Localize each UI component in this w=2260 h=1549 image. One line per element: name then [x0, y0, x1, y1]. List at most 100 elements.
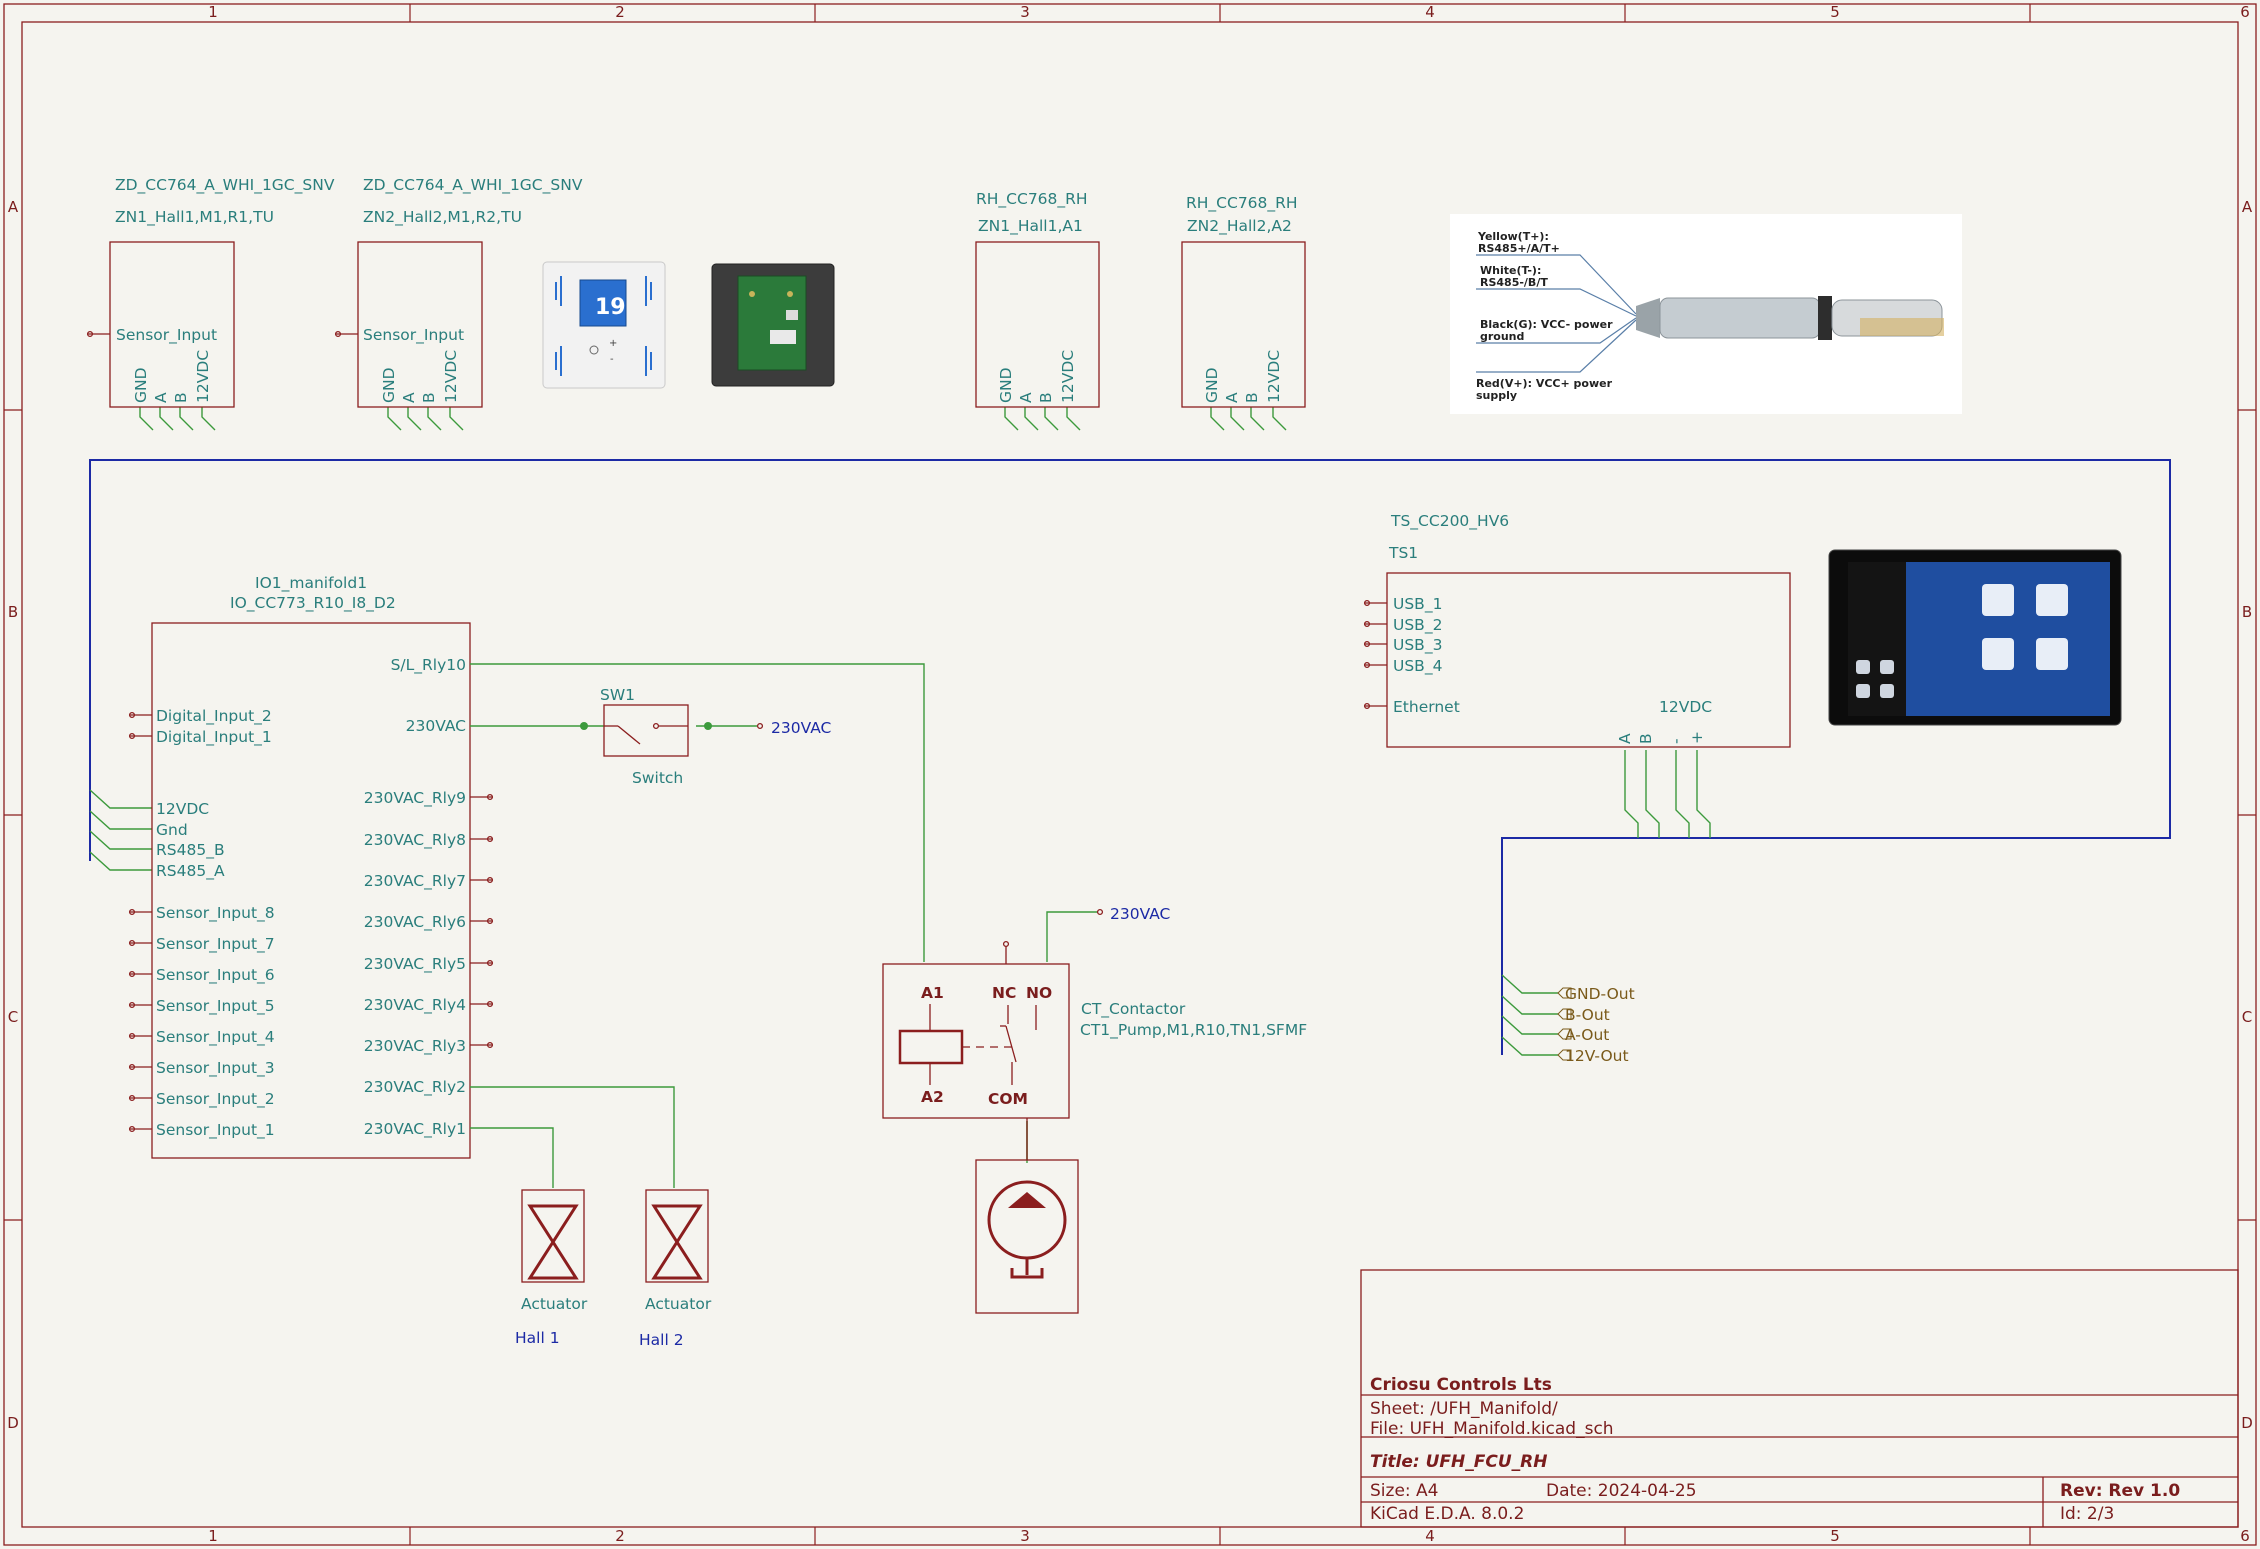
zone-sensor-2-pin-a: A — [400, 392, 418, 403]
global-label-b-out: B-Out — [1565, 1006, 1610, 1024]
frame-row-b-right: B — [2242, 603, 2252, 621]
io-230vac-rly1: 230VAC_Rly1 — [364, 1120, 466, 1139]
probe-wire-2-line1: White(T-): — [1480, 264, 1541, 277]
global-label-12v-out: 12V-Out — [1565, 1047, 1629, 1065]
rs485-bus[interactable] — [89, 459, 2171, 1055]
rh-sensor-2[interactable]: RH_CC768_RH ZN2_Hall2,A2 GND A B 12VDC — [1181, 194, 1306, 408]
rh-sensor-2-ref: ZN2_Hall2,A2 — [1187, 217, 1292, 236]
contactor-pin-com: COM — [988, 1090, 1028, 1108]
probe-wire-4-line1: Red(V+): VCC+ power — [1476, 377, 1613, 390]
zone-sensor-1-pin-a: A — [152, 392, 170, 403]
rh-sensor-2-pin-gnd: GND — [1203, 367, 1221, 403]
touchscreen-ref: TS1 — [1388, 544, 1418, 562]
thermostat-back-image — [711, 263, 835, 387]
contactor-ct1[interactable]: A1 A2 NC NO COM CT_Contactor CT1_Pump,M1… — [882, 905, 1307, 1119]
svg-text:-: - — [610, 354, 614, 365]
touchscreen-port-usb1: USB_1 — [1393, 595, 1442, 614]
wires[interactable] — [470, 663, 1098, 1188]
io-230vac-rly8: 230VAC_Rly8 — [364, 831, 466, 850]
io-sensor-input-5: Sensor_Input_5 — [156, 997, 275, 1016]
io-power-12vdc: 12VDC — [156, 800, 209, 818]
actuator-hall-2: Actuator Hall 2 — [639, 1189, 712, 1349]
zone-sensor-2-value: ZD_CC764_A_WHI_1GC_SNV — [363, 176, 583, 195]
frame-col-6-top: 6 — [2240, 3, 2250, 21]
junction-dot — [704, 722, 712, 730]
frame-row-d-left: D — [7, 1414, 19, 1432]
rh-sensor-1-pin-b: B — [1037, 392, 1055, 403]
io-sensor-input-6: Sensor_Input_6 — [156, 966, 275, 985]
io-230vac-rly2: 230VAC_Rly2 — [364, 1078, 466, 1097]
frame-col-3-top: 3 — [1020, 3, 1030, 21]
touchscreen-port-usb4: USB_4 — [1393, 657, 1442, 676]
touchscreen-port-usb2: USB_2 — [1393, 616, 1442, 635]
touchscreen-power-label: 12VDC — [1659, 698, 1712, 716]
rh-sensor-2-value: RH_CC768_RH — [1186, 194, 1298, 213]
io-digital-input-2: Digital_Input_2 — [156, 707, 272, 726]
frame-col-2-top: 2 — [615, 3, 625, 21]
frame-col-3-bottom: 3 — [1020, 1527, 1030, 1545]
zone-sensor-1[interactable]: ZD_CC764_A_WHI_1GC_SNV ZN1_Hall1,M1,R1,T… — [86, 176, 335, 408]
zone-sensor-2-ref: ZN2_Hall2,M1,R2,TU — [363, 208, 522, 227]
io-230vac-rly9: 230VAC_Rly9 — [364, 789, 466, 808]
touchscreen-port-usb3: USB_3 — [1393, 636, 1442, 655]
frame-row-b-left: B — [8, 603, 18, 621]
title-block-size: Size: A4 — [1370, 1481, 1438, 1501]
probe-wire-2-line2: RS485-/B/T — [1480, 276, 1548, 289]
thermostat-front-image: 19 + - — [542, 261, 666, 389]
global-labels: GND-Out B-Out A-Out 12V-Out — [1557, 985, 1635, 1065]
io-sensor-input-4: Sensor_Input_4 — [156, 1028, 275, 1047]
zone-sensor-1-pin-12vdc: 12VDC — [194, 350, 212, 403]
contactor-pin-no: NO — [1026, 984, 1052, 1002]
io-module-value: IO_CC773_R10_I8_D2 — [230, 594, 396, 613]
title-block-tool: KiCad E.D.A. 8.0.2 — [1370, 1504, 1524, 1524]
switch-ref: SW1 — [600, 686, 635, 704]
io-sensor-input-3: Sensor_Input_3 — [156, 1059, 275, 1078]
frame-col-1-bottom: 1 — [208, 1527, 218, 1545]
io-230vac-rly7: 230VAC_Rly7 — [364, 872, 466, 891]
frame-col-6-bottom: 6 — [2240, 1527, 2250, 1545]
contactor-net-label: 230VAC — [1110, 905, 1170, 923]
drawing-frame: 1 2 3 4 5 6 1 2 3 4 5 6 A B C D A B C D — [3, 3, 2257, 1546]
io-rs485-a: RS485_A — [156, 862, 225, 881]
title-block-company: Criosu Controls Lts — [1370, 1375, 1552, 1395]
contactor-ref: CT1_Pump,M1,R10,TN1,SFMF — [1080, 1021, 1307, 1040]
io-230vac-rly5: 230VAC_Rly5 — [364, 955, 466, 974]
touchscreen-ts1[interactable]: TS_CC200_HV6 TS1 USB_1 USB_2 USB_3 USB_4… — [1363, 512, 1791, 748]
switch-sw1[interactable]: SW1 Switch 230VAC — [600, 686, 831, 787]
thermostat-display-value: 19 — [595, 295, 626, 320]
probe-wire-1-line1: Yellow(T+): — [1477, 230, 1549, 243]
rh-sensor-1-ref: ZN1_Hall1,A1 — [978, 217, 1083, 236]
touchscreen-pin-minus: - — [1667, 738, 1685, 744]
zone-sensor-2-pin-b: B — [420, 392, 438, 403]
rh-sensor-1-pin-12vdc: 12VDC — [1059, 350, 1077, 403]
actuator-2-value: Actuator — [645, 1295, 712, 1313]
title-block: Criosu Controls Lts Sheet: /UFH_Manifold… — [1360, 1269, 2239, 1528]
io-sensor-input-1: Sensor_Input_1 — [156, 1121, 275, 1140]
rh-sensor-2-pin-b: B — [1243, 392, 1261, 403]
frame-col-1-top: 1 — [208, 3, 218, 21]
title-block-rev: Rev: Rev 1.0 — [2060, 1481, 2180, 1501]
io-module-ref: IO1_manifold1 — [255, 574, 367, 593]
zone-sensor-2-pin-gnd: GND — [380, 367, 398, 403]
io-module[interactable]: IO1_manifold1 IO_CC773_R10_I8_D2 Digital… — [128, 574, 494, 1159]
rh-probe-wiring-image: Yellow(T+): RS485+/A/T+ White(T-): RS485… — [1450, 214, 1962, 414]
probe-wire-1-line2: RS485+/A/T+ — [1478, 242, 1560, 255]
rh-sensor-1-value: RH_CC768_RH — [976, 190, 1088, 209]
io-sensor-input-2: Sensor_Input_2 — [156, 1090, 275, 1109]
io-sensor-input-8: Sensor_Input_8 — [156, 904, 275, 923]
svg-text:+: + — [609, 338, 617, 349]
io-digital-input-1: Digital_Input_1 — [156, 728, 272, 747]
zone-sensor-2-pin-12vdc: 12VDC — [442, 350, 460, 403]
io-sl-rly10: S/L_Rly10 — [391, 656, 466, 675]
io-230vac-rly3: 230VAC_Rly3 — [364, 1037, 466, 1056]
zone-sensor-1-value: ZD_CC764_A_WHI_1GC_SNV — [115, 176, 335, 195]
rh-sensor-1[interactable]: RH_CC768_RH ZN1_Hall1,A1 GND A B 12VDC — [975, 190, 1100, 408]
touchscreen-pin-plus: + — [1688, 731, 1706, 744]
junction-dot — [580, 722, 588, 730]
zone-sensor-2[interactable]: ZD_CC764_A_WHI_1GC_SNV ZN2_Hall2,M1,R2,T… — [334, 176, 583, 408]
actuator-hall-1: Actuator Hall 1 — [515, 1189, 588, 1347]
frame-col-5-top: 5 — [1830, 3, 1840, 21]
frame-row-a-right: A — [2242, 198, 2253, 216]
title-block-id: Id: 2/3 — [2060, 1504, 2114, 1524]
